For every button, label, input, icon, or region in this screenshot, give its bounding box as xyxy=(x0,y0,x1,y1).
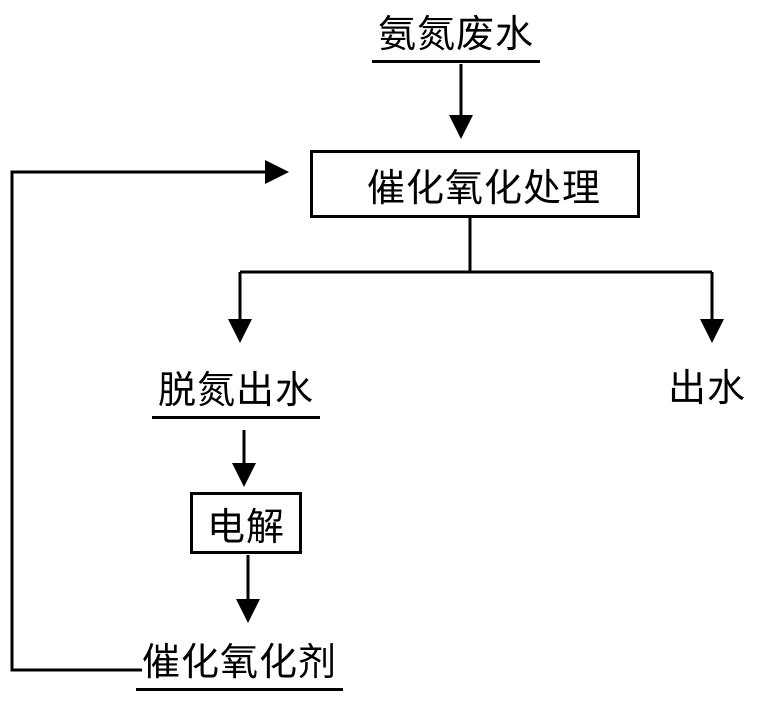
node-electrolysis: 电解 xyxy=(190,492,302,554)
arrow-feedback-loop xyxy=(10,160,289,672)
node-treatment: 催化氧化处理 xyxy=(310,150,640,218)
node-effluent: 出水 xyxy=(668,366,747,410)
node-treatment-label: 催化氧化处理 xyxy=(366,165,601,210)
node-electrolysis-label: 电解 xyxy=(206,504,285,549)
node-catalyst: 催化氧化剂 xyxy=(136,640,344,691)
node-input: 氨氮废水 xyxy=(372,12,541,63)
node-denitrified-effluent: 脱氮出水 xyxy=(152,368,321,419)
